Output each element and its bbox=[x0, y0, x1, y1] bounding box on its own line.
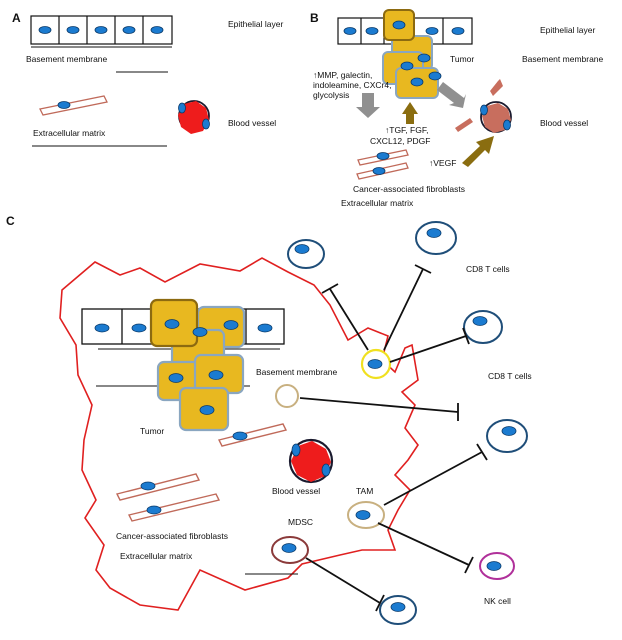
tumor-label-b: Tumor bbox=[450, 54, 474, 64]
blood-vessel-label-c: Blood vessel bbox=[272, 486, 320, 496]
extracellular-matrix-label-c: Extracellular matrix bbox=[120, 551, 193, 561]
arrow-from-vessel-up bbox=[490, 79, 503, 96]
growth-factor-text: ↑TGF, FGF, CXCL12, PDGF bbox=[370, 125, 430, 146]
down-arrow-gray bbox=[356, 93, 380, 118]
inhibit-cell-to-t4 bbox=[299, 397, 459, 421]
blood-vessel-b bbox=[480, 101, 512, 133]
fibroblast bbox=[39, 95, 108, 116]
blood-vessel-label-b: Blood vessel bbox=[540, 118, 588, 128]
cd8-t-cell-1 bbox=[287, 239, 325, 269]
inhibit-tam-to-nk bbox=[377, 522, 474, 574]
basement-membrane-label: Basement membrane bbox=[26, 54, 108, 64]
inhibition-lines bbox=[299, 264, 488, 612]
extracellular-matrix-label: Extracellular matrix bbox=[33, 128, 106, 138]
inhibit-mdsc-to-t5 bbox=[305, 557, 385, 612]
mdsc-label: MDSC bbox=[288, 517, 313, 527]
arrow-to-vessel-gray bbox=[437, 82, 466, 108]
cd8-label-mid: CD8 T cells bbox=[488, 371, 532, 381]
panel-a: A Epithelial layer Basement membrane Ext… bbox=[12, 11, 283, 147]
vegf-arrow bbox=[462, 136, 494, 167]
basement-membrane-label-c: Basement membrane bbox=[256, 367, 338, 377]
nk-cell-label: NK cell bbox=[484, 596, 511, 606]
tam-cell bbox=[347, 501, 385, 529]
secreted-factors-text: ↑MMP, galectin, indoleamine, CXCr4, glyc… bbox=[313, 70, 391, 100]
panel-b-letter: B bbox=[310, 11, 319, 25]
up-arrow-olive bbox=[402, 102, 418, 124]
epithelial-layer bbox=[30, 15, 173, 45]
treg-cell bbox=[360, 348, 392, 380]
growth-line-2: CXCL12, PDGF bbox=[370, 136, 430, 146]
unlabeled-cell bbox=[275, 384, 299, 408]
epithelial-layer-label-b: Epithelial layer bbox=[540, 25, 595, 35]
blood-vessel-c bbox=[288, 438, 334, 484]
fibroblast-c-1 bbox=[217, 423, 288, 447]
cancer-associated-fibroblasts-c bbox=[115, 473, 221, 522]
panel-c: C Basement bbox=[6, 214, 532, 625]
caf-label-c: Cancer-associated fibroblasts bbox=[116, 531, 228, 541]
panel-b: B Epithelial layer Tumor Basement membra… bbox=[310, 9, 604, 208]
epithelial-layer-label: Epithelial layer bbox=[228, 19, 283, 29]
cancer-associated-fibroblasts-b bbox=[356, 149, 409, 180]
panel-a-letter: A bbox=[12, 11, 21, 25]
mdsc-cell bbox=[271, 536, 309, 564]
cd8-t-cell-4 bbox=[486, 419, 528, 453]
tme-boundary bbox=[59, 257, 419, 611]
nk-cell bbox=[479, 552, 515, 580]
caf-label-b: Cancer-associated fibroblasts bbox=[353, 184, 465, 194]
inhibit-treg-to-t3 bbox=[389, 327, 470, 363]
growth-line-1: ↑TGF, FGF, bbox=[385, 125, 428, 135]
secreted-line-2: indoleamine, CXCr4, bbox=[313, 80, 391, 90]
cd8-t-cell-3 bbox=[463, 310, 503, 344]
tumor-cluster-c bbox=[149, 298, 246, 432]
cd8-t-cell-5 bbox=[379, 595, 417, 625]
inhibit-treg-to-t1 bbox=[321, 283, 369, 351]
blood-vessel-label: Blood vessel bbox=[228, 118, 276, 128]
extracellular-matrix-label-b: Extracellular matrix bbox=[341, 198, 414, 208]
tam-label: TAM bbox=[356, 486, 373, 496]
tumor-cluster-b bbox=[382, 9, 442, 99]
inhibit-treg-to-t2 bbox=[383, 264, 432, 351]
secreted-line-3: glycolysis bbox=[313, 90, 349, 100]
secreted-line-1: ↑MMP, galectin, bbox=[313, 70, 372, 80]
cd8-label-top: CD8 T cells bbox=[466, 264, 510, 274]
vegf-label: ↑VEGF bbox=[429, 158, 456, 168]
arrow-from-vessel-left bbox=[455, 118, 473, 132]
blood-vessel bbox=[178, 100, 210, 134]
panel-c-letter: C bbox=[6, 214, 15, 228]
cd8-t-cell-2 bbox=[415, 221, 457, 255]
basement-membrane-label-b: Basement membrane bbox=[522, 54, 604, 64]
tumor-label-c: Tumor bbox=[140, 426, 164, 436]
inhibit-tam-to-t4 bbox=[383, 443, 488, 506]
